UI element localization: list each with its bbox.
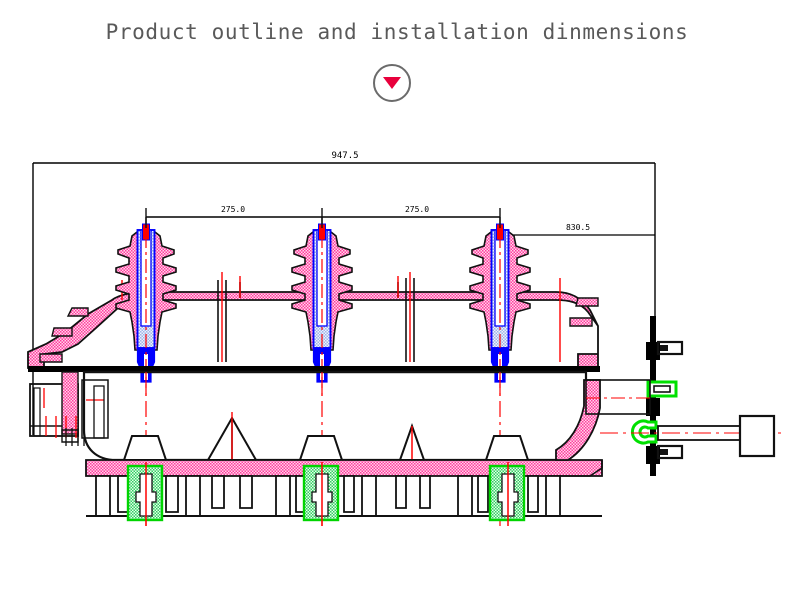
support-trapezoid-1: [122, 435, 168, 461]
support-trapezoid-2: [298, 435, 344, 461]
operating-shaft: [600, 414, 786, 458]
base-frame: [85, 412, 603, 517]
dimension-label-pole-pitch-left: 275.0: [221, 205, 245, 214]
mounting-block-1: [126, 462, 164, 526]
left-accessory-box: [29, 371, 109, 446]
dimension-pole-pitch-left: 275.0: [145, 205, 323, 238]
mechanism-bracket-lower: [656, 444, 684, 460]
mechanism-end-block: [738, 414, 776, 458]
operating-mechanism-assembly: [585, 316, 786, 476]
right-riser: [555, 379, 601, 461]
dimension-mounting-width: 830.5: [500, 223, 655, 236]
green-link-lower: [630, 419, 658, 445]
dimension-label-pole-pitch-right: 275.0: [405, 205, 429, 214]
triangle-down-icon: [383, 77, 401, 89]
tank-internal-partitions: [121, 272, 561, 362]
green-link-upper: [646, 380, 678, 398]
dimension-label-mounting-width: 830.5: [566, 223, 590, 232]
dimension-overall-width: 947.5: [32, 151, 656, 435]
mechanism-bracket-upper: [656, 340, 684, 356]
dimension-label-overall-width: 947.5: [331, 151, 358, 161]
support-trapezoid-3: [484, 435, 530, 461]
product-outline-drawing: 947.5 275.0 275.0 830.5: [0, 130, 794, 590]
dimension-pole-pitch-right: 275.0: [322, 205, 501, 238]
mounting-block-3: [488, 462, 526, 526]
mounting-block-2: [302, 462, 340, 526]
page-title: Product outline and installation dinmens…: [105, 20, 689, 44]
expand-collapse-toggle-button[interactable]: [373, 64, 411, 102]
